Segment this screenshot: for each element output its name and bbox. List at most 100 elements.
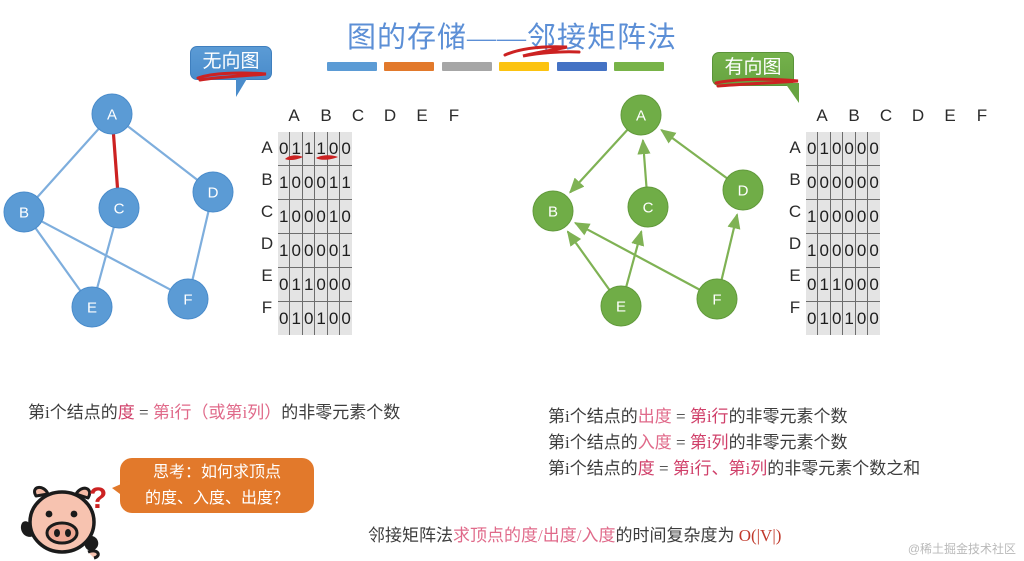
matrix-undirected-col-header-A: A — [288, 106, 300, 125]
graph-node-F — [167, 278, 209, 320]
graph-node-label-E: E — [616, 299, 626, 316]
matrix-directed-cell-ec: 1 — [830, 267, 844, 302]
matrix-directed-cell-ad: 0 — [842, 132, 856, 166]
matrix-undirected-col-header-C: C — [351, 106, 365, 125]
pig-mascot-icon: ? — [20, 482, 107, 560]
graph-node-E — [600, 285, 642, 327]
matrix-undirected-cell-de: 0 — [327, 233, 341, 268]
graph-node-E — [71, 286, 113, 328]
matrix-directed-cell-fa: 0 — [806, 301, 819, 335]
matrix-undirected-cell-eb: 1 — [289, 267, 303, 302]
matrix-directed-cell-bf: 0 — [867, 165, 880, 200]
graph-node-B — [3, 191, 45, 233]
matrix-directed-col-header-F: F — [976, 106, 988, 125]
matrix-undirected-cell-ee: 0 — [327, 267, 341, 302]
indegree-part2: 的非零元素个数 — [728, 433, 848, 452]
color-bar-4 — [499, 61, 550, 71]
matrix-directed-cell-ae: 0 — [855, 132, 869, 166]
matrix-undirected-col-header-D: D — [383, 106, 397, 125]
matrix-directed-cell-dc: 0 — [830, 233, 844, 268]
graph-edge-D-F — [190, 208, 211, 283]
matrix-directed-row-header-A: A — [789, 138, 801, 157]
degree-directed-part2: 的非零元素个数之和 — [767, 459, 921, 478]
matrix-undirected-row-header-E: E — [261, 266, 273, 285]
graph-edge-A-C — [111, 130, 120, 192]
matrix-directed-cell-be: 0 — [855, 165, 869, 200]
outdegree-part1: 第i个结点的 — [548, 407, 638, 426]
matrix-undirected-cell-ca: 1 — [278, 199, 291, 234]
matrix-directed-row-header-F: F — [789, 298, 801, 317]
matrix-undirected-cell-ae: 0 — [327, 132, 341, 166]
matrix-undirected-row-header-C: C — [260, 202, 274, 221]
matrix-undirected-cell-fa: 0 — [278, 301, 291, 335]
matrix-directed-cell-ee: 0 — [855, 267, 869, 302]
graph-node-F — [696, 278, 738, 320]
matrix-directed-cell-ce: 0 — [855, 199, 869, 234]
graph-node-label-A: A — [636, 108, 646, 125]
matrix-undirected-cell-fe: 0 — [327, 301, 341, 335]
matrix-directed-cell-aa: 0 — [806, 132, 819, 166]
graph-node-A — [91, 93, 133, 135]
thought-bubble-line1: 思考：如何求顶点 — [152, 464, 281, 481]
matrix-directed-cell-ed: 0 — [842, 267, 856, 302]
graph-edge-F-D — [720, 213, 741, 283]
outdegree-rule: 第i个结点的出度 = 第i行的非零元素个数 — [548, 402, 848, 427]
matrix-undirected-cell-ce: 1 — [327, 199, 341, 234]
graph-node-label-D: D — [208, 185, 219, 202]
matrix-directed-cell-ca: 1 — [806, 199, 819, 234]
degree-directed-target: 第i行、第i列 — [672, 459, 768, 478]
degree-directed-keyword: 度 — [637, 459, 655, 478]
degree-rule-part1: 第i个结点的 — [28, 403, 118, 422]
matrix-undirected-cell-ef: 0 — [339, 267, 352, 302]
graph-node-A — [620, 94, 662, 136]
matrix-undirected-cell-ad: 1 — [314, 132, 328, 166]
color-bar-6 — [613, 61, 664, 71]
graph-node-label-C: C — [114, 201, 125, 218]
matrix-undirected-cell-fb: 1 — [289, 301, 303, 335]
matrix-directed-cell-fb: 1 — [817, 301, 831, 335]
matrix-undirected-row-header-A: A — [261, 138, 273, 157]
matrix-directed-col-header-D: D — [911, 106, 925, 125]
matrix-undirected-cell-da: 1 — [278, 233, 291, 268]
degree-rule-target: 第i行（或第i列） — [152, 403, 282, 422]
matrix-directed-cell-ab: 1 — [817, 132, 831, 166]
matrix-undirected-cell-cf: 0 — [339, 199, 352, 234]
degree-rule-part2: 的非零元素个数 — [281, 403, 401, 422]
color-bar-5 — [556, 61, 607, 71]
matrix-undirected-row-header-F: F — [261, 298, 273, 317]
graph-node-label-E: E — [87, 300, 97, 317]
callout-undirected-tail — [236, 77, 258, 97]
graph-edge-C-A — [637, 138, 651, 191]
watermark-text: @稀土掘金技术社区 — [907, 542, 1016, 556]
matrix-directed-cell-bd: 0 — [842, 165, 856, 200]
complexity-value: O(|V|) — [738, 526, 782, 545]
matrix-directed-cell-fd: 1 — [842, 301, 856, 335]
matrix-undirected-cell-ab: 1 — [289, 132, 303, 166]
outdegree-part2: 的非零元素个数 — [728, 407, 848, 426]
matrix-directed-cell-bb: 0 — [817, 165, 831, 200]
matrix-directed-cell-da: 1 — [806, 233, 819, 268]
graph-edge-E-C — [624, 229, 645, 290]
graph-node-C — [98, 187, 140, 229]
complexity-part1: 邻接矩阵法 — [368, 526, 453, 545]
matrix-directed-col-header-A: A — [816, 106, 828, 125]
matrix-undirected-cell-bb: 0 — [289, 165, 303, 200]
matrix-directed-row-header-D: D — [788, 234, 802, 253]
color-bar-2 — [384, 61, 435, 71]
graph-node-D — [192, 171, 234, 213]
matrix-directed-cell-ef: 0 — [867, 267, 880, 302]
degree-directed-equals: = — [654, 459, 673, 478]
indegree-keyword: 入度 — [637, 433, 672, 452]
matrix-directed-cell-cd: 0 — [842, 199, 856, 234]
